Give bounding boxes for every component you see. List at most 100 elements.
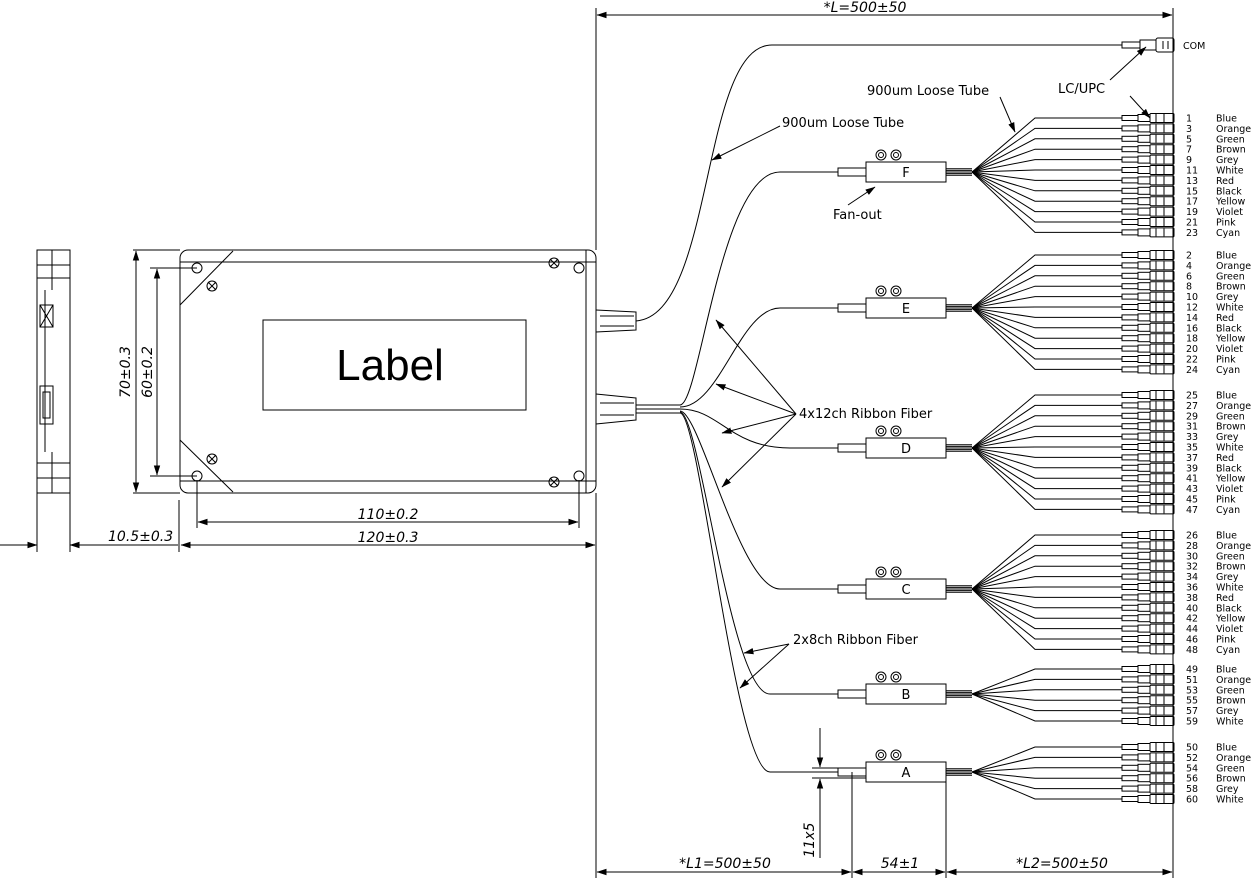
lc-ferrule — [1137, 706, 1151, 715]
lc-connector — [1149, 613, 1175, 624]
port-number: 11 — [1186, 166, 1198, 177]
lc-boot — [1121, 345, 1139, 352]
fiber-color-label: Grey — [1216, 432, 1239, 443]
lc-connector — [1149, 123, 1175, 134]
fiber-2 — [971, 254, 1122, 309]
lc-connector — [1149, 684, 1175, 695]
port-number: 10 — [1186, 292, 1198, 303]
lc-boot — [1121, 552, 1139, 559]
fiber-color-label: Blue — [1216, 531, 1237, 542]
module-width-outer-dim: 120±0.3 — [358, 530, 419, 546]
fiber-color-label: Brown — [1216, 774, 1246, 785]
lc-connector — [1149, 165, 1175, 175]
lc-connector — [1149, 260, 1175, 271]
fanout-boot — [837, 584, 867, 594]
lc-boot — [1121, 475, 1139, 482]
fiber-color-label: Green — [1216, 134, 1245, 145]
module-width-holes-dim: 110±0.2 — [358, 507, 419, 523]
lc-boot — [1121, 785, 1139, 792]
lc-ferrule — [1137, 531, 1151, 539]
fiber-39 — [971, 447, 1122, 469]
ribbon-route-a — [679, 412, 838, 773]
lc-boot — [1121, 485, 1139, 492]
lc-connector — [1149, 410, 1175, 421]
fiber-3 — [971, 127, 1122, 173]
fanout-ear — [875, 566, 887, 578]
lc-boot — [1121, 464, 1139, 471]
lc-ferrule — [1137, 624, 1151, 633]
lc-connector — [1149, 504, 1175, 515]
ribbon-8ch-label: 2x8ch Ribbon Fiber — [793, 633, 919, 648]
fiber-color-label: White — [1216, 303, 1244, 314]
fiber-15 — [971, 171, 1122, 192]
callout-leaders — [711, 46, 1151, 689]
port-number: 44 — [1186, 624, 1198, 635]
port-number: 19 — [1186, 207, 1198, 218]
fiber-color-label: Yellow — [1215, 614, 1245, 625]
port-number: 7 — [1186, 145, 1192, 156]
fiber-16 — [971, 307, 1122, 329]
fanout-ear-hole — [893, 428, 899, 434]
fanout-id-label: B — [902, 688, 911, 703]
lc-connector — [1149, 752, 1175, 763]
fanout-ear — [875, 149, 887, 161]
fiber-color-label: Grey — [1216, 784, 1239, 795]
lc-boot — [1121, 423, 1139, 430]
fiber-color-label: Red — [1216, 176, 1234, 187]
lc-connector — [1149, 494, 1175, 504]
lc-connector — [1149, 364, 1175, 375]
lc-ferrule — [1137, 313, 1151, 322]
lc-ferrule — [1137, 155, 1151, 164]
fiber-color-label: Green — [1216, 551, 1245, 562]
lc-ferrule — [1137, 474, 1151, 483]
fiber-25 — [971, 394, 1122, 449]
fiber-29 — [971, 415, 1122, 449]
lc-ferrule — [1137, 411, 1151, 420]
lc-ferrule — [1137, 355, 1151, 363]
port-number: 31 — [1186, 422, 1198, 433]
module-top-view — [132, 249, 637, 552]
fiber-color-label: Black — [1216, 186, 1242, 197]
port-number: 18 — [1186, 334, 1198, 345]
fiber-color-label: Grey — [1216, 292, 1239, 303]
port-number: 23 — [1186, 228, 1198, 239]
lc-boot — [1121, 293, 1139, 300]
fanout-boot — [837, 167, 867, 177]
fiber-30 — [971, 555, 1122, 590]
lc-connector — [1149, 452, 1175, 463]
fanout-ear-hole — [878, 428, 884, 434]
lc-connector — [1149, 206, 1175, 217]
fiber-55 — [971, 693, 1122, 701]
module-thickness-dim: 10.5±0.3 — [108, 529, 173, 545]
port-number: 34 — [1186, 572, 1198, 583]
port-number: 55 — [1186, 696, 1198, 707]
lc-boot — [1121, 754, 1139, 761]
lc-connector — [1149, 302, 1175, 312]
port-number: 4 — [1186, 261, 1192, 272]
lc-boot — [1121, 412, 1139, 419]
fiber-27 — [971, 404, 1122, 449]
lc-connector — [1149, 291, 1175, 302]
lc-connector — [1149, 175, 1175, 186]
fanout-id-label: D — [901, 442, 911, 457]
lc-boot — [1121, 625, 1139, 632]
lc-ferrule — [1137, 495, 1151, 503]
fiber-color-label: Red — [1216, 313, 1234, 324]
lc-ferrule — [1137, 562, 1151, 571]
lc-boot — [1121, 356, 1139, 362]
port-number: 2 — [1186, 251, 1192, 262]
port-number: 33 — [1186, 432, 1198, 443]
lc-connector — [1149, 530, 1175, 540]
lc-ferrule — [1137, 186, 1151, 195]
lc-boot — [1121, 433, 1139, 440]
fanout-id-label: C — [901, 583, 910, 598]
lc-boot — [1121, 135, 1139, 142]
fiber-9 — [971, 159, 1122, 173]
lc-boot — [1121, 615, 1139, 622]
port-number: 41 — [1186, 474, 1198, 485]
fiber-57 — [971, 693, 1122, 712]
fiber-31 — [971, 425, 1122, 449]
